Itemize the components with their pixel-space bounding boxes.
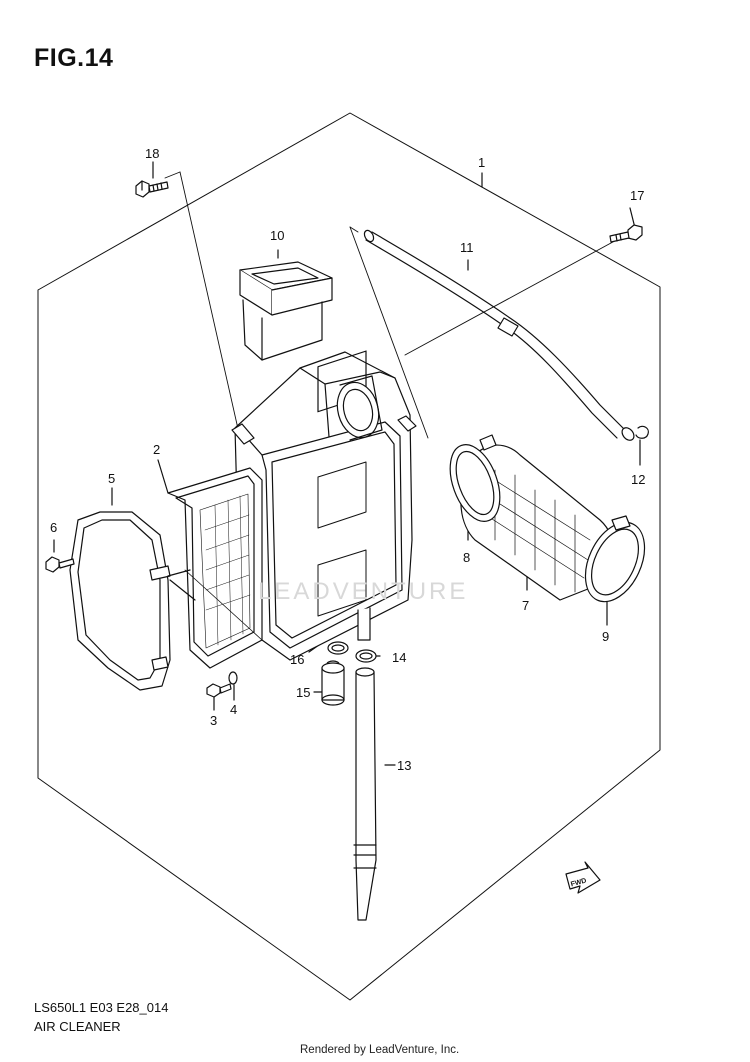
drain-tube-13 (353, 667, 377, 921)
callout-17: 17 (630, 188, 644, 203)
washer-4 (228, 671, 238, 685)
assembly-outline (37, 112, 661, 1001)
callout-4: 4 (230, 702, 237, 717)
callout-8: 8 (463, 550, 470, 565)
callout-1: 1 (478, 155, 485, 170)
callout-3: 3 (210, 713, 217, 728)
intake-funnel-10 (239, 261, 333, 361)
screw-6 (45, 556, 75, 573)
oring-16-inner (331, 644, 345, 652)
callout-16: 16 (290, 652, 304, 667)
callout-11: 11 (460, 240, 474, 255)
render-credit: Rendered by LeadVenture, Inc. (300, 1044, 460, 1056)
watermark: LEADVENTURE (258, 578, 468, 605)
bolt-17 (609, 224, 643, 243)
hose-11 (363, 229, 635, 441)
callout-6: 6 (50, 520, 57, 535)
fwd-label: FWD (570, 877, 587, 888)
callout-2: 2 (153, 442, 160, 457)
section-name: AIR CLEANER (34, 1019, 121, 1034)
cap-15 (321, 662, 345, 706)
oring-16 (327, 641, 349, 655)
air-box-housing (231, 350, 417, 661)
figure-title: FIG.14 (34, 44, 114, 72)
callout-18: 18 (145, 146, 159, 161)
model-code: LS650L1 E03 E28_014 (34, 1000, 169, 1015)
air-filter-2 (167, 467, 263, 669)
bolt-18 (135, 180, 169, 198)
cover-5 (69, 511, 196, 691)
oring-14-inner (359, 652, 373, 660)
clamp-8 (449, 434, 501, 522)
callout-5: 5 (108, 471, 115, 486)
callout-12: 12 (631, 472, 645, 487)
clip-12 (635, 425, 649, 439)
callout-7: 7 (522, 598, 529, 613)
clamp-9 (584, 515, 646, 603)
callout-9: 9 (602, 629, 609, 644)
oring-14 (355, 649, 377, 663)
callout-10: 10 (270, 228, 284, 243)
callout-15: 15 (296, 685, 310, 700)
screw-3 (206, 683, 232, 698)
fwd-arrow-icon (565, 861, 601, 894)
callout-13: 13 (397, 758, 411, 773)
callout-14: 14 (392, 650, 406, 665)
